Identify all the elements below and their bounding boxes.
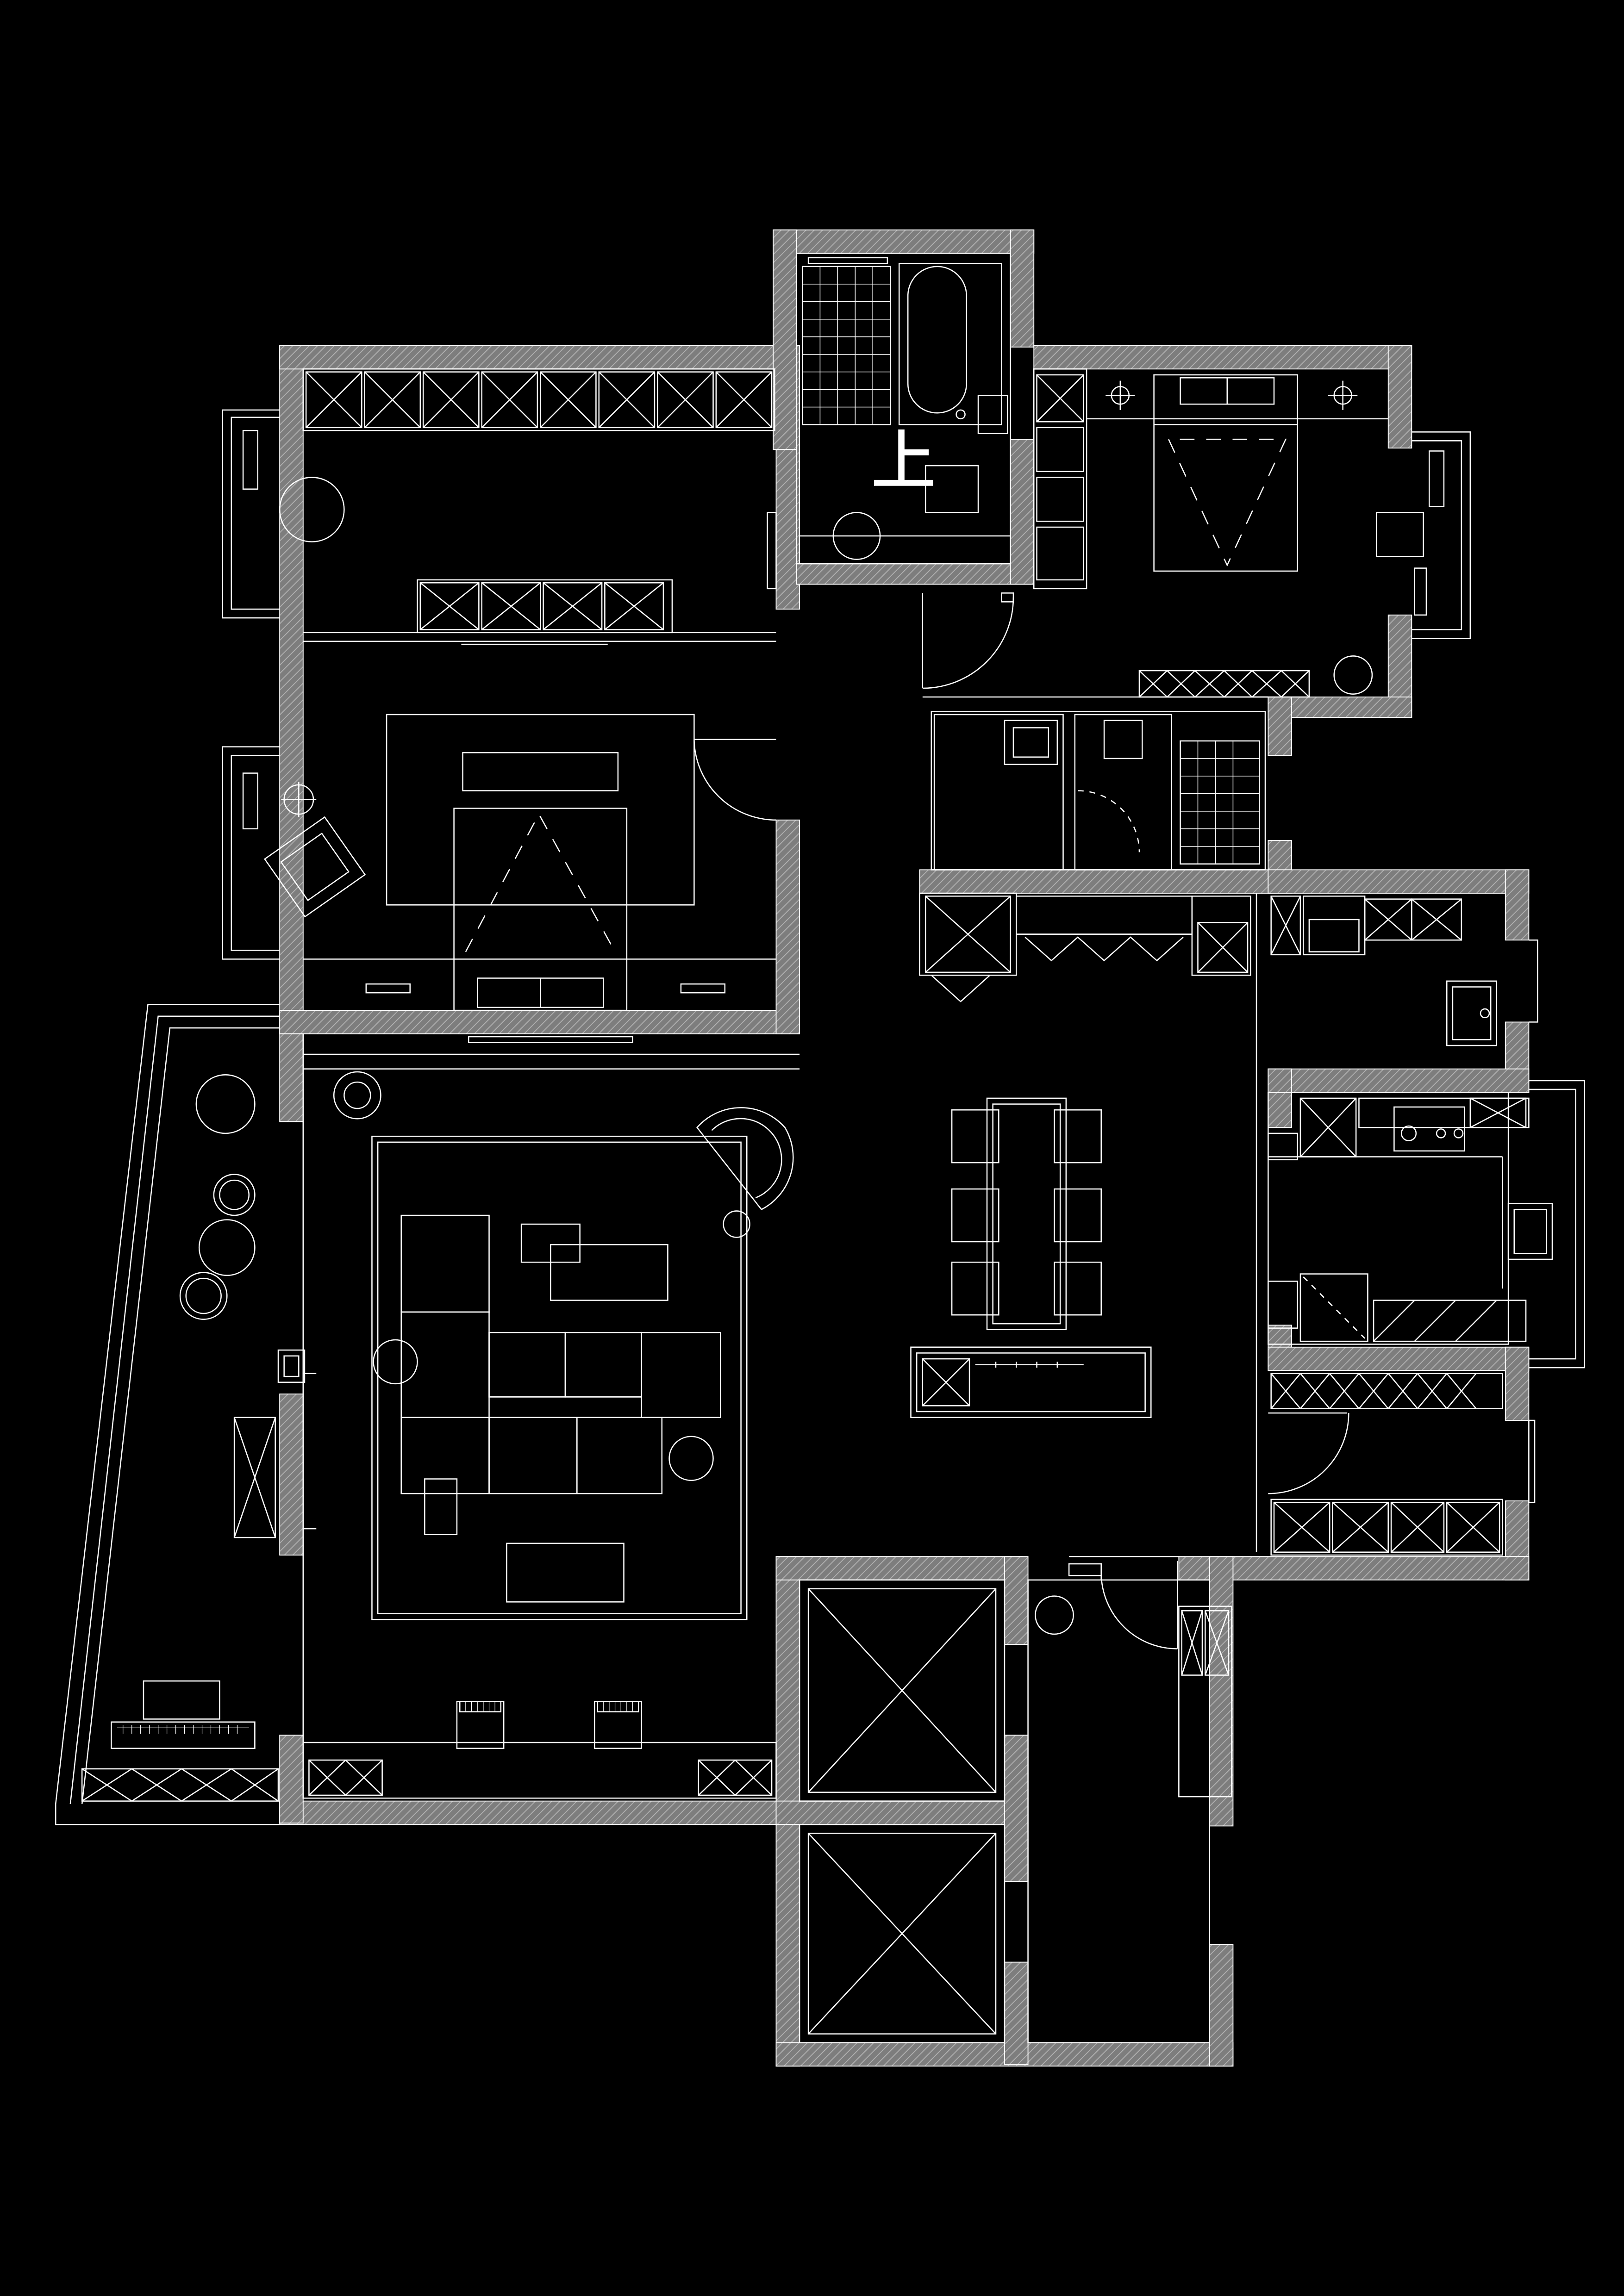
walls (279, 229, 1530, 2067)
piano-bench (143, 1680, 220, 1720)
linework: 上 (55, 253, 1585, 2043)
round-chair (279, 477, 345, 542)
bathtub (907, 266, 967, 414)
dining-table (986, 1097, 1067, 1331)
stair-label: 上 (871, 423, 936, 498)
master-bed-rug (386, 714, 695, 906)
bedroom2-bed (1153, 374, 1298, 572)
living-rug (371, 1135, 748, 1620)
wardrobe-top (305, 371, 773, 429)
master-bed (453, 808, 628, 1011)
shower-floor (802, 266, 891, 425)
washbasin (832, 512, 881, 560)
piano (111, 1721, 256, 1749)
balcony-outline (55, 1004, 280, 1825)
